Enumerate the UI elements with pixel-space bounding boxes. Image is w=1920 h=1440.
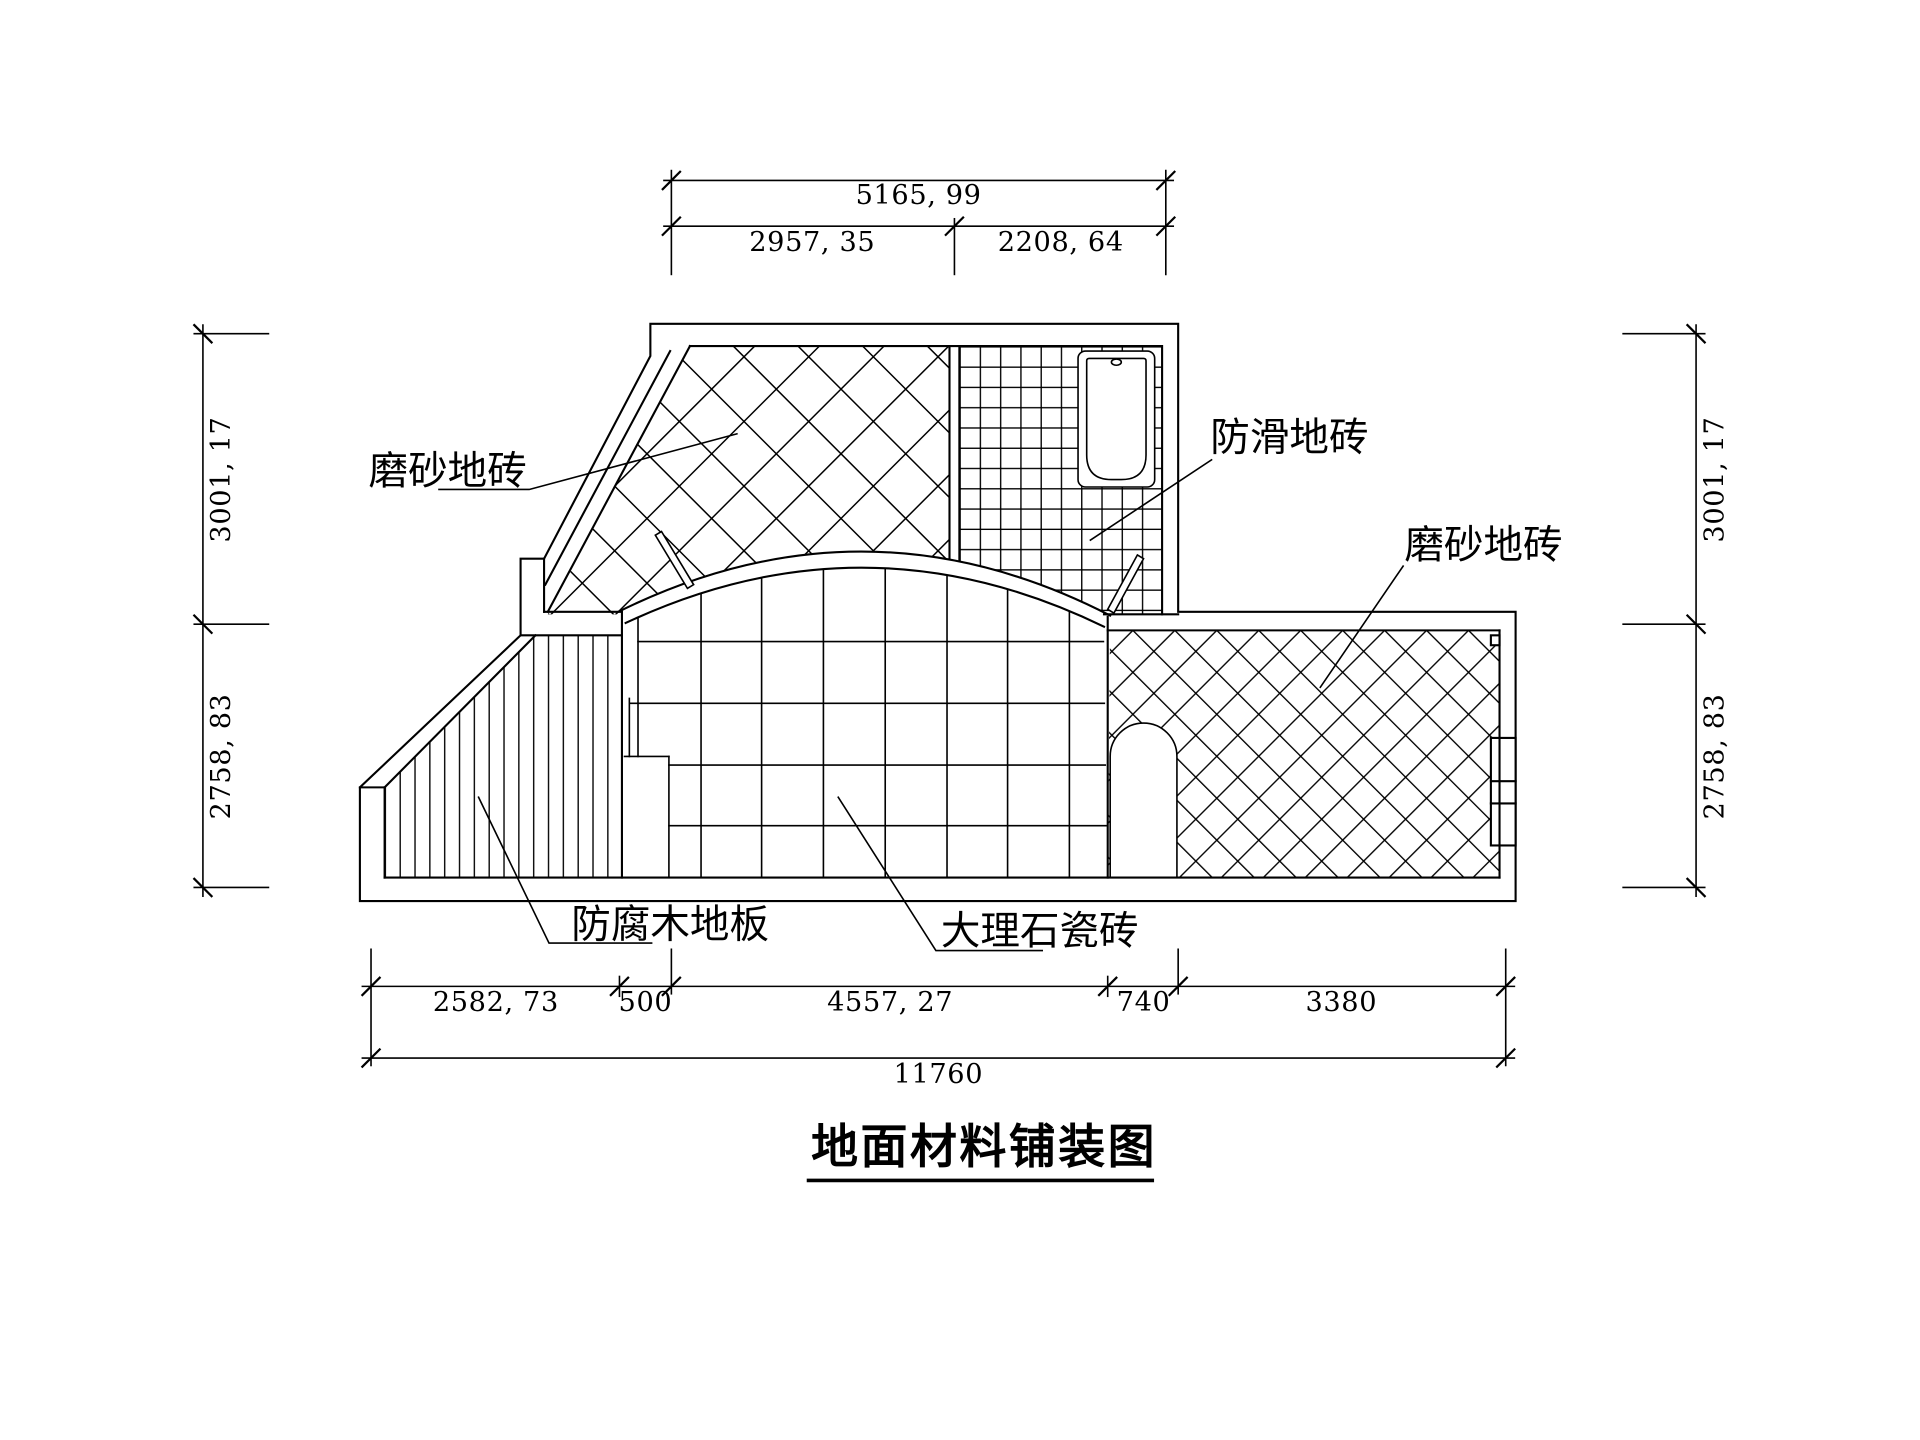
leader-marble (837, 796, 1044, 952)
material-label-upper-left: 磨砂地砖 (369, 449, 527, 495)
walls (358, 322, 1517, 903)
bathtub-rim (1077, 350, 1156, 488)
upper-left-frosted-tile-hatch (547, 346, 950, 615)
left-dimensions (192, 323, 270, 898)
leader-right (1319, 564, 1405, 689)
dim-label-bottom-3: 4557, 27 (827, 987, 953, 1018)
dim-tick (1167, 976, 1189, 997)
dim-tick (192, 877, 214, 898)
dim-label-right-lower: 2758, 83 (1699, 693, 1730, 819)
bottom-dimensions (360, 948, 1516, 1069)
dim-label-top-total: 5165, 99 (856, 180, 982, 211)
wall-notch (1489, 634, 1501, 647)
bathtub (1077, 350, 1156, 488)
dim-tick (661, 215, 682, 237)
marble-tile-grid (621, 567, 1108, 878)
dim-label-left-upper: 3001, 17 (206, 417, 237, 543)
dim-label-bottom-5: 3380 (1305, 987, 1377, 1018)
material-label-bathroom: 防滑地砖 (1210, 415, 1368, 461)
dim-label-bottom-2: 500 (619, 987, 673, 1018)
wood-deck-boards (384, 635, 622, 878)
arched-doorway (1109, 722, 1178, 879)
dim-tick (1685, 323, 1707, 344)
dim-tick (360, 1047, 382, 1069)
dim-label-bottom-total: 11760 (894, 1059, 984, 1090)
material-leaders (438, 432, 1405, 952)
bathtub-basin (1085, 357, 1147, 481)
dim-tick (1685, 613, 1707, 635)
right-door-leaf (1106, 553, 1145, 615)
leader-bathroom (1089, 458, 1213, 542)
dim-label-top-left: 2957, 35 (749, 227, 875, 258)
marble-area-fill (618, 551, 1111, 878)
dim-tick (1155, 215, 1177, 237)
dim-label-bottom-1: 2582, 73 (433, 987, 559, 1018)
material-label-right: 磨砂地砖 (1404, 523, 1562, 569)
material-label-marble: 大理石瓷砖 (941, 908, 1139, 954)
window (1489, 736, 1517, 847)
drawing-title: 地面材料铺装图 (811, 1120, 1157, 1175)
lower-diagonal-wall-inner (383, 633, 537, 789)
dim-tick (1155, 170, 1177, 191)
dim-tick (1495, 976, 1516, 997)
dim-label-left-lower: 2758, 83 (206, 693, 237, 819)
dim-tick (661, 170, 682, 191)
dim-tick (192, 613, 214, 635)
dim-tick (944, 215, 965, 237)
top-dimensions (661, 169, 1177, 276)
left-door-leaf (654, 530, 695, 590)
right-dimensions (1622, 323, 1707, 898)
dim-tick (1495, 1047, 1516, 1069)
outer-wall-outline (358, 322, 1517, 903)
dim-label-right-upper: 3001, 17 (1699, 417, 1730, 543)
leader-wood (477, 796, 653, 944)
dim-tick (360, 976, 382, 997)
arch-inner-line (624, 566, 1106, 629)
leader-upper-left (438, 432, 738, 491)
dim-label-bottom-4: 740 (1117, 987, 1171, 1018)
dim-tick (1685, 877, 1707, 898)
dim-tick (1097, 976, 1118, 997)
interior-partitions (948, 345, 961, 582)
diagonal-wall-inner (546, 344, 692, 614)
dim-tick (609, 976, 630, 997)
inner-wall-top (688, 345, 1164, 616)
dim-tick (661, 976, 682, 997)
dim-label-top-right: 2208, 64 (998, 227, 1124, 258)
dim-tick (192, 323, 214, 344)
material-label-wood: 防腐木地板 (571, 902, 769, 948)
bathtub-drain (1110, 358, 1123, 367)
